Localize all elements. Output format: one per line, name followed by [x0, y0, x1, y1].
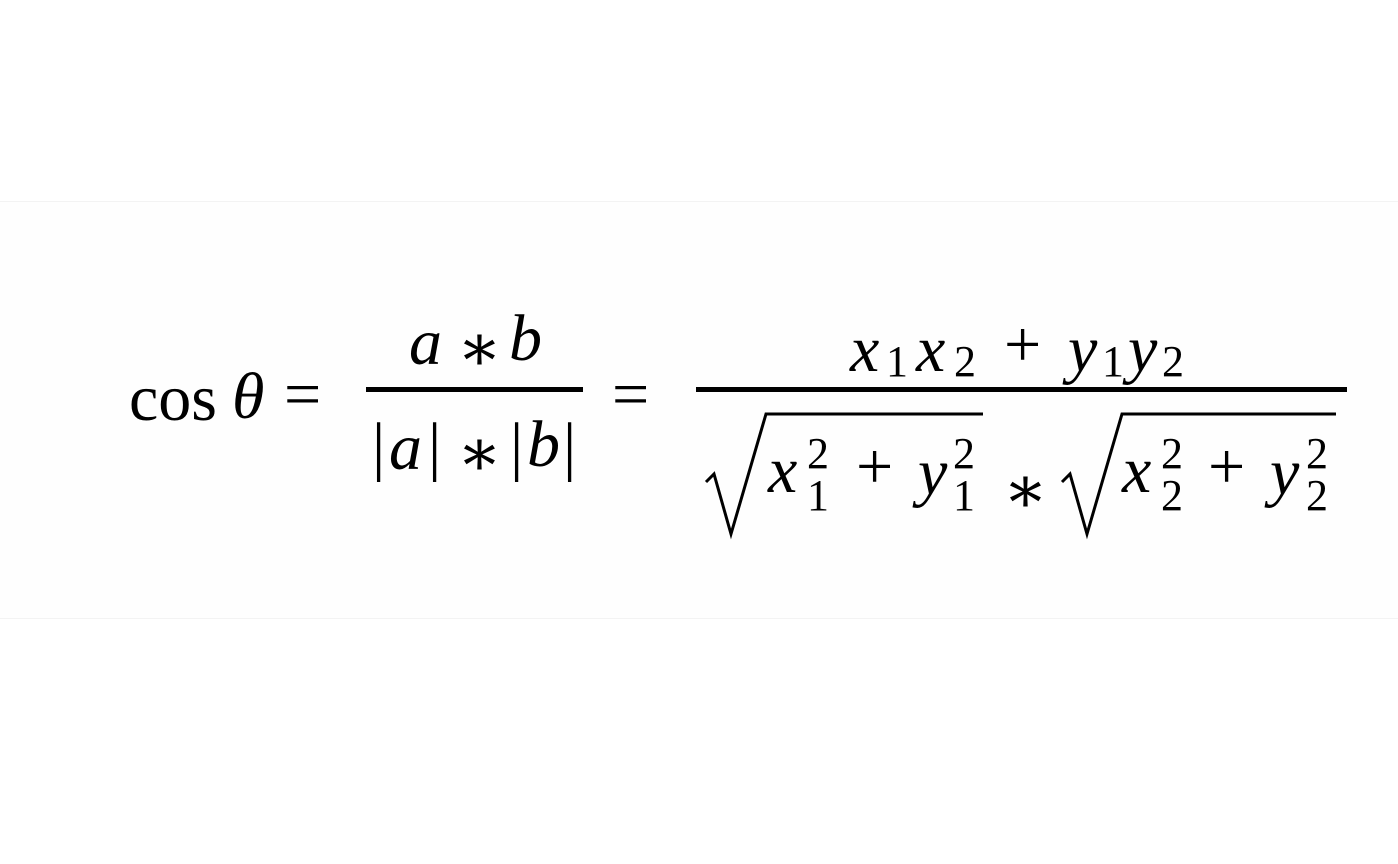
radical-sign-1 [704, 412, 983, 540]
rad1-plus: + [856, 430, 894, 503]
frac1-den-bar-left-1: | [372, 410, 386, 483]
frac2-den-star: ∗ [1003, 454, 1048, 527]
rad2-x-subscript: 2 [1161, 471, 1183, 520]
frac2-num-y1-subscript: 1 [1102, 337, 1124, 386]
equals-sign-2: = [612, 358, 650, 431]
rad2-x-superscript: 2 [1161, 429, 1183, 478]
frac2-num-x1: x [850, 313, 880, 386]
frac1-den-b: b [527, 408, 560, 481]
rad1-x-superscript: 2 [807, 429, 829, 478]
theta-symbol: θ [232, 360, 265, 433]
frac1-den-bar-right-2: | [563, 410, 577, 483]
frac2-num-y2: y [1128, 313, 1158, 386]
rad1-x: x [768, 434, 798, 507]
frac2-num-x2-subscript: 2 [954, 337, 976, 386]
rad2-plus: + [1208, 430, 1246, 503]
frac2-num-x2: x [916, 313, 946, 386]
rad1-y-subscript: 1 [953, 471, 975, 520]
frac2-num-y1: y [1068, 313, 1098, 386]
formula-band [0, 201, 1398, 619]
fraction-bar-1 [366, 387, 583, 392]
rad1-x-subscript: 1 [807, 471, 829, 520]
equals-sign-1: = [284, 358, 322, 431]
frac1-num-star: ∗ [457, 312, 502, 385]
frac2-num-x1-subscript: 1 [886, 337, 908, 386]
rad2-y: y [1270, 436, 1300, 509]
frac2-num-plus: + [1004, 308, 1042, 381]
frac1-den-star: ∗ [457, 417, 502, 490]
rad1-y: y [918, 436, 948, 509]
frac1-den-bar-right-1: | [428, 410, 442, 483]
frac1-num-b: b [509, 302, 542, 375]
rad2-x: x [1122, 434, 1152, 507]
frac1-den-a: a [389, 411, 422, 484]
rad2-y-superscript: 2 [1306, 429, 1328, 478]
rad1-y-superscript: 2 [953, 429, 975, 478]
frac2-num-y2-subscript: 2 [1162, 337, 1184, 386]
cos-function: cos [129, 362, 217, 435]
frac1-num-a: a [409, 306, 442, 379]
frac1-den-bar-left-2: | [510, 410, 524, 483]
fraction-bar-2 [696, 387, 1347, 392]
rad2-y-subscript: 2 [1306, 471, 1328, 520]
radical-sign-2 [1060, 412, 1336, 540]
